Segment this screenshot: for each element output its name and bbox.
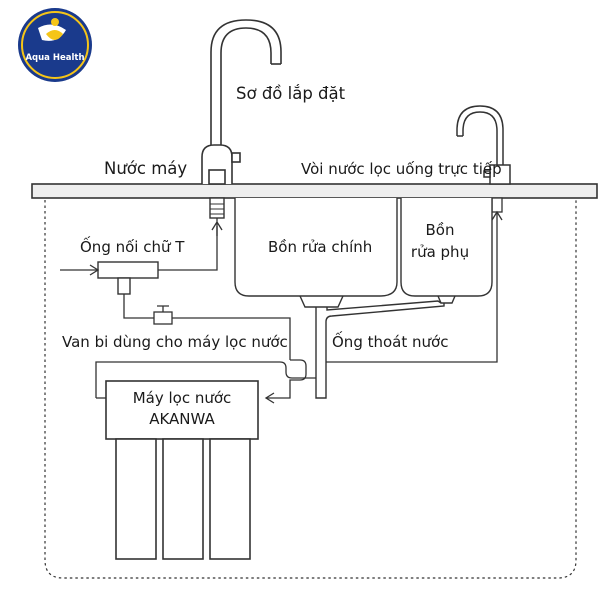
diagram-title: Sơ đồ lắp đặt [236, 84, 346, 103]
filter-cartridge [209, 438, 251, 560]
label-drinking-faucet: Vòi nước lọc uống trực tiếp [301, 160, 502, 178]
output-pipe-left [95, 361, 316, 398]
drinking-faucet-shank [491, 197, 503, 213]
filter-unit [105, 380, 259, 440]
main-faucet-shank [209, 197, 225, 219]
t-connector-branch [117, 277, 131, 295]
label-aux-sink-line2: rửa phụ [411, 243, 469, 261]
logo-figure-icon [51, 18, 59, 26]
label-tap-water: Nước máy [104, 159, 187, 178]
logo-text: Aqua Health [25, 53, 84, 63]
label-main-sink: Bồn rửa chính [268, 238, 372, 256]
t-connector [97, 261, 159, 279]
valve-outlet-pipe [172, 317, 291, 360]
ball-valve-handle [157, 305, 169, 312]
feed-arrow [264, 392, 275, 404]
aux-sink [400, 198, 493, 297]
aqua-health-logo: Aqua Health [18, 8, 92, 82]
output-arrow-up [491, 210, 503, 221]
filter-cartridge [115, 438, 157, 560]
valve-line [123, 294, 154, 319]
label-drain-pipe: Ống thoát nước [332, 330, 448, 351]
output-pipe-right [326, 212, 498, 363]
label-filter-unit-line1: Máy lọc nước [133, 389, 232, 407]
supply-pipe [158, 226, 218, 271]
countertop [31, 183, 598, 199]
feed-pipe [266, 359, 307, 399]
drinking-faucet [456, 105, 511, 185]
logo-heart-icon [46, 30, 63, 40]
inlet-arrow [60, 264, 100, 276]
logo-ring [21, 11, 89, 79]
label-t-connector: Ống nối chữ T [80, 235, 185, 256]
ball-valve [153, 311, 173, 325]
label-ball-valve: Van bi dùng cho máy lọc nước [62, 333, 288, 351]
main-faucet [201, 19, 282, 185]
filter-cartridge [162, 438, 204, 560]
logo-circle [18, 8, 92, 82]
label-aux-sink-line1: Bồn [426, 221, 455, 239]
label-filter-unit-line2: AKANWA [149, 410, 215, 428]
drain-pipes [299, 295, 456, 399]
main-sink [234, 198, 398, 297]
